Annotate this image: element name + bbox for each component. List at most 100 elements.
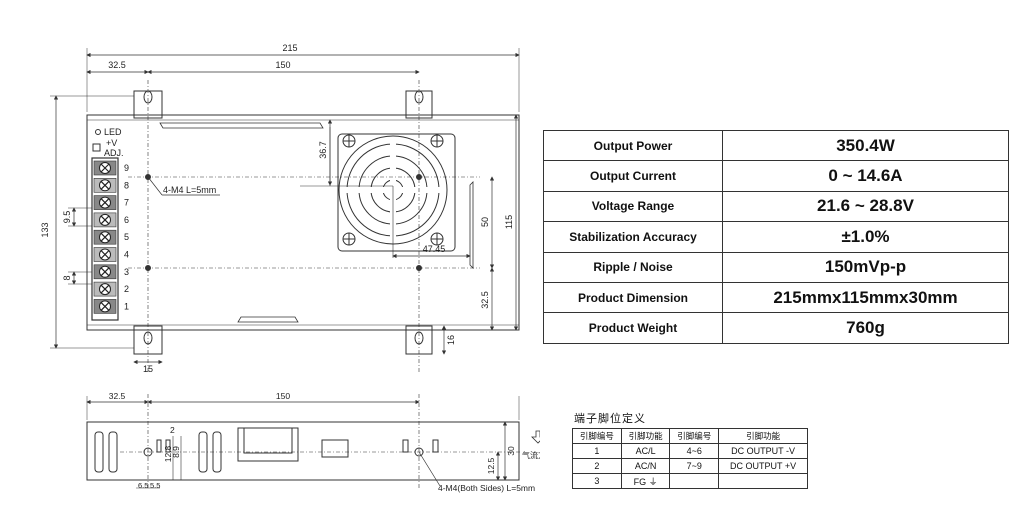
terminal-number: 8: [124, 180, 129, 190]
dim-mount-bottom: 15: [143, 364, 153, 374]
side-connector-window: [237, 427, 299, 462]
terminal-number: 1: [124, 301, 129, 311]
terminal-screw-slot: [100, 215, 110, 225]
dim-mount-right: 16: [446, 335, 456, 345]
mount-hole: [416, 174, 422, 180]
pin-table-cell: AC/N: [620, 458, 671, 474]
spec-label: Stabilization Accuracy: [543, 221, 723, 253]
side-dim-slot-h1: 12.8: [163, 445, 173, 462]
terminal-screw-slot: [100, 163, 110, 173]
spec-label: Product Weight: [543, 312, 723, 344]
fan-grill: [337, 133, 456, 252]
terminal-number: 6: [124, 215, 129, 225]
dim-terminal-small: 8: [62, 275, 72, 280]
terminal-screw-slot: [100, 267, 110, 277]
mechanical-drawing: 215 32.5 150 133 115 50 32.5 36.7 47.45 …: [40, 43, 540, 493]
side-dim-slot-a: 6.5: [138, 481, 148, 490]
pin-table-cell: 7~9: [669, 458, 720, 474]
spec-row: Stabilization Accuracy±1.0%: [543, 221, 1009, 253]
spec-value: 760g: [722, 312, 1009, 344]
pin-table-cell: DC OUTPUT +V: [718, 458, 808, 474]
pin-table-cell: AC/L: [620, 443, 671, 459]
dim-terminal-pitch: 9.5: [62, 211, 72, 224]
spec-label: Voltage Range: [543, 190, 723, 223]
pin-table-header-cell: 引脚功能: [620, 428, 671, 444]
spec-value: 350.4W: [722, 129, 1009, 162]
adj-potentiometer: [92, 143, 101, 152]
mount-hole: [416, 265, 422, 271]
dim-hole-vertical: 50: [480, 217, 490, 227]
pin-table-header-cell: 引脚编号: [572, 428, 622, 444]
top-view: [50, 48, 520, 372]
terminal-screws: [93, 160, 117, 314]
pin-table-cell: 3: [572, 473, 622, 489]
side-screw-note: 4-M4(Both Sides) L=5mm: [438, 483, 535, 493]
side-dim-slot-b: 5.5: [150, 481, 160, 490]
side-dim-slot-width: 2: [170, 425, 175, 435]
terminal-block: [91, 157, 119, 321]
pin-table-header: 引脚编号引脚功能引脚编号引脚功能: [572, 428, 808, 444]
pin-table-cell: 4~6: [669, 443, 720, 459]
side-vent: [321, 439, 349, 458]
terminal-screw-slot: [100, 198, 110, 208]
pin-table-header-cell: 引脚功能: [718, 428, 808, 444]
dim-fan-offset: 47.45: [423, 244, 446, 254]
vplus-label: +V: [106, 138, 117, 148]
spec-value: ±1.0%: [722, 221, 1009, 253]
side-dim-slot-h2: 8.9: [171, 446, 181, 458]
pin-table-header-cell: 引脚编号: [669, 428, 720, 444]
adj-label: ADJ.: [104, 148, 124, 158]
led-indicator: [95, 129, 101, 135]
spec-label: Output Power: [543, 129, 723, 162]
pin-table-cell: 2: [572, 458, 622, 474]
terminal-screw-slot: [100, 232, 110, 242]
terminal-number: 2: [124, 284, 129, 294]
mount-hole: [145, 265, 151, 271]
pin-table-cell: FG ⏚: [620, 473, 671, 489]
terminal-number: 7: [124, 198, 129, 208]
spec-value: 150mVp-p: [722, 251, 1009, 283]
airflow-arrow-icon: [531, 430, 540, 444]
dim-total-width: 215: [282, 43, 297, 53]
terminal-number: 3: [124, 267, 129, 277]
terminal-screw-slot: [100, 250, 110, 259]
side-view-body: [86, 421, 520, 481]
terminal-number: 5: [124, 232, 129, 242]
led-label: LED: [104, 127, 122, 137]
dim-left-offset: 32.5: [108, 60, 126, 70]
dim-hole-bottom: 32.5: [480, 291, 490, 309]
dim-fan-top: 36.7: [318, 141, 328, 159]
terminal-screw-slot: [100, 180, 110, 190]
pin-table-title: 端子脚位定义: [574, 412, 646, 425]
mount-screw-note: 4-M4 L=5mm: [163, 185, 216, 195]
side-dim-height: 30: [506, 446, 516, 456]
terminal-number: 4: [124, 250, 129, 260]
spec-label: Output Current: [543, 160, 723, 192]
spec-value: 21.6 ~ 28.8V: [722, 190, 1009, 223]
side-view: [86, 394, 540, 490]
pin-table-cell: DC OUTPUT -V: [718, 443, 808, 459]
side-dim-hole-spacing: 150: [276, 391, 290, 401]
pin-table-cell: [718, 473, 808, 489]
dim-depth: 115: [504, 215, 514, 229]
spec-label: Product Dimension: [543, 281, 723, 314]
side-dim-left-offset: 32.5: [109, 391, 126, 401]
dim-height: 133: [40, 222, 50, 237]
spec-value: 0 ~ 14.6A: [722, 160, 1009, 192]
spec-value: 215mmx115mmx30mm: [722, 281, 1009, 314]
airflow-label: 气流方向: [522, 450, 540, 460]
dim-hole-spacing: 150: [275, 60, 290, 70]
top-view-body: [86, 114, 520, 331]
terminal-screw-slot: [100, 301, 110, 311]
